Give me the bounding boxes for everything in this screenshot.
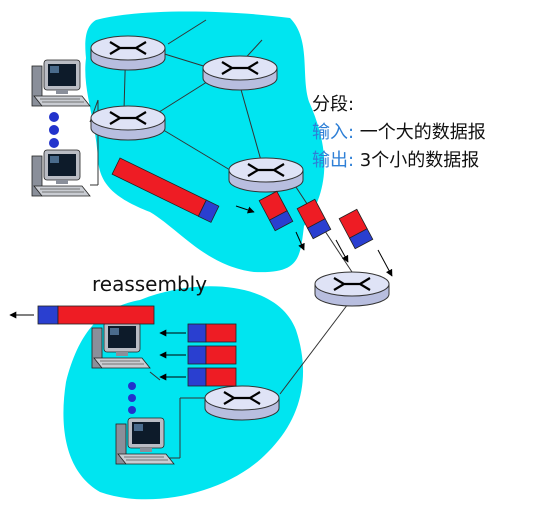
router-icon (89, 34, 167, 72)
annotation-output: 输出: 3个小的数据报 (312, 150, 479, 172)
fragment-3 (338, 208, 374, 250)
router-icon (201, 54, 279, 92)
reassembly-label: reassembly (92, 272, 208, 296)
computer-icon (31, 149, 91, 197)
input-sep: : (348, 122, 360, 143)
output-label: 输出 (312, 150, 348, 171)
router-icon (227, 156, 305, 194)
arrow-icon (235, 205, 255, 214)
annotation-title: 分段: (312, 94, 355, 115)
input-text: 一个大的数据报 (359, 122, 486, 143)
arrow-icon (335, 239, 349, 263)
input-label: 输入 (312, 122, 348, 143)
computer-icon (31, 59, 91, 107)
annotation-input: 输入: 一个大的数据报 (312, 122, 486, 144)
fragment-2 (296, 198, 332, 240)
router-icon (203, 384, 281, 422)
reassembled-datagram (37, 305, 155, 325)
router-icon (313, 270, 391, 308)
arrow-icon (295, 231, 305, 251)
large-datagram (111, 157, 220, 223)
arrow-icon (377, 249, 393, 277)
output-sep: : (348, 150, 360, 171)
ellipsis-dots (49, 112, 136, 414)
arriving-fragments (187, 323, 237, 387)
fragment-1 (258, 190, 294, 232)
output-text: 3个小的数据报 (359, 150, 480, 171)
router-icon (89, 104, 167, 142)
